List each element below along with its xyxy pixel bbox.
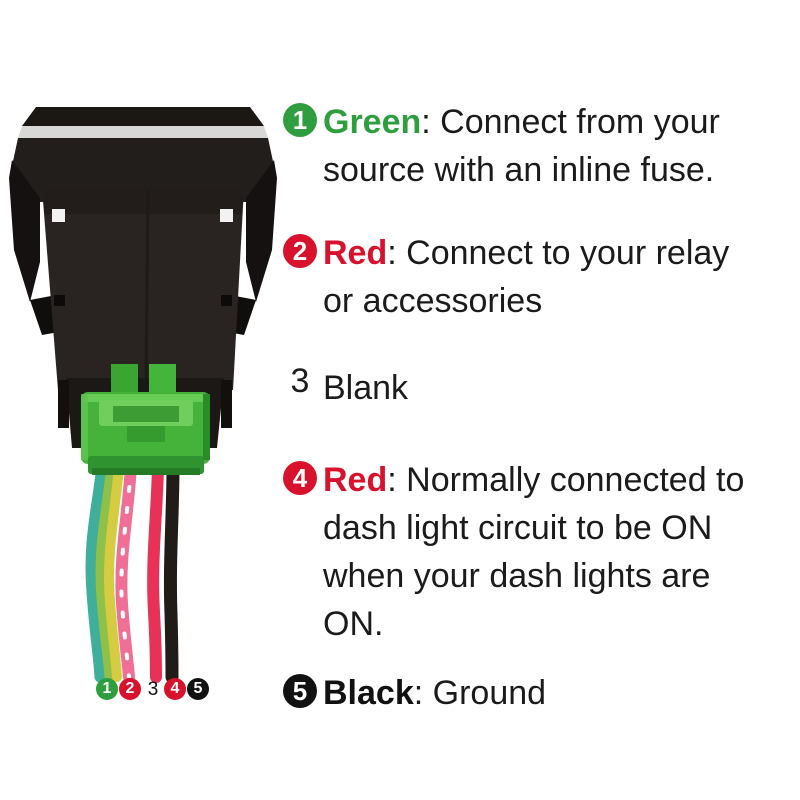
legend-separator: : [413, 674, 433, 712]
wire-color-label: Green [323, 103, 422, 141]
legend-text: Green: Connect from your source with an … [323, 98, 800, 194]
legend-description: Blank [323, 369, 409, 407]
legend-description: Connect from your source with an inline … [323, 103, 720, 189]
legend-description: Normally connected to dash light circuit… [323, 461, 745, 643]
legend-description: Ground [432, 674, 547, 712]
legend-separator: : [387, 234, 407, 272]
legend-text: Red: Normally connected to dash light ci… [323, 456, 800, 648]
wire-harness [85, 459, 180, 684]
legend-separator: : [387, 461, 407, 499]
legend-text: Blank [323, 364, 800, 412]
legend-separator: : [421, 103, 441, 141]
legend-item: 2 Red: Connect to your relay or accessor… [283, 229, 800, 325]
wire-number-badge: 5 [283, 674, 317, 708]
wire-pin-number: 3 [147, 678, 159, 700]
wire-black [163, 459, 180, 684]
bezel-highlight-stripe [18, 126, 268, 138]
green-connector [81, 364, 210, 475]
legend-text: Black: Ground [323, 669, 800, 717]
wire-pin-number: 2 [119, 678, 141, 700]
legend-item: 3 Blank [283, 364, 800, 412]
wire-number-badge: 1 [283, 103, 317, 137]
legend-description: Connect to your relay or accessories [323, 234, 730, 320]
wire-pin-number: 5 [187, 678, 209, 700]
wire-number-badge: 2 [283, 234, 317, 268]
switch-bezel [12, 107, 274, 202]
legend-item: 1 Green: Connect from your source with a… [283, 98, 800, 194]
switch-illustration [9, 107, 277, 684]
wire-pin-number: 1 [96, 678, 118, 700]
wire-green [95, 461, 116, 682]
switch-body [42, 188, 244, 390]
mount-hole-right [220, 209, 233, 222]
wire-color-label: Black [323, 674, 414, 712]
legend-item: 5 Black: Ground [283, 669, 800, 717]
wire-color-label: Red [323, 234, 388, 272]
legend-text: Red: Connect to your relay or accessorie… [323, 229, 800, 325]
wire-color-label: Red [323, 461, 388, 499]
wire-yellow [104, 461, 124, 682]
legend-item: 4 Red: Normally connected to dash light … [283, 456, 800, 648]
wire-number-badge: 4 [283, 461, 317, 495]
wire-red [147, 460, 164, 683]
wire-teal [85, 460, 108, 683]
wire-number-badge: 3 [290, 362, 310, 400]
mount-hole-left [52, 209, 65, 222]
wire-pin-number: 4 [164, 678, 186, 700]
wire-pink-stripes [119, 464, 133, 679]
